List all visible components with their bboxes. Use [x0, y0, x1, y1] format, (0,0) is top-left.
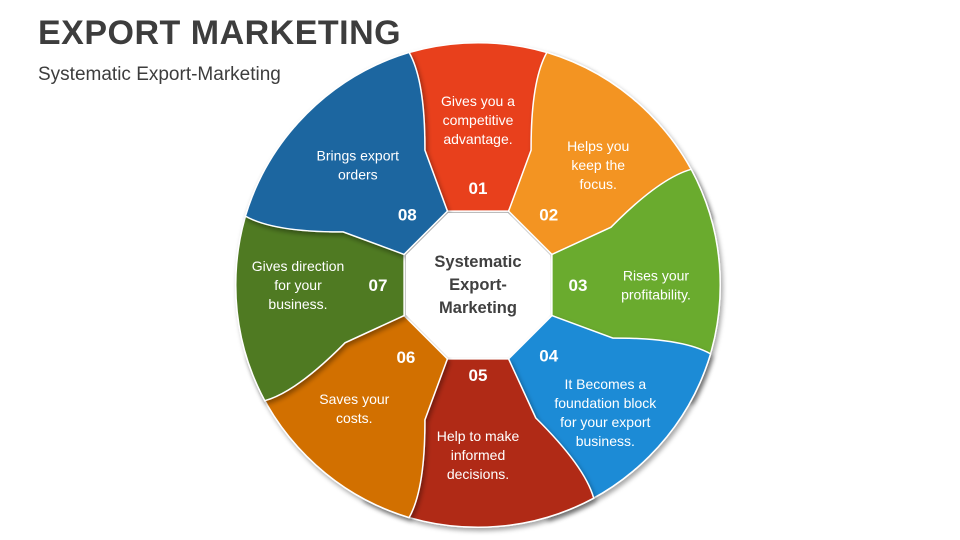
segment-text-line: Help to make: [437, 428, 520, 444]
segment-text-line: business.: [268, 296, 327, 312]
segment-number-01: 01: [469, 179, 488, 198]
segment-text-line: business.: [576, 433, 635, 449]
segment-number-02: 02: [539, 205, 558, 224]
segment-number-05: 05: [469, 366, 488, 385]
segment-text-08: Brings export orders: [317, 147, 400, 182]
segment-number-04: 04: [539, 347, 558, 366]
segment-text-line: for your export: [560, 414, 650, 430]
center-label-line: Marketing: [439, 299, 517, 317]
segment-text-line: Brings export: [317, 147, 400, 163]
segment-text-line: for your: [274, 277, 322, 293]
segment-text-line: decisions.: [447, 466, 509, 482]
segment-text-line: costs.: [336, 410, 373, 426]
segment-text-02: Helps you keep the focus.: [567, 138, 629, 192]
center-label-line: Systematic: [434, 253, 521, 271]
segment-text-line: profitability.: [621, 287, 691, 303]
segment-text-line: Saves your: [319, 391, 389, 407]
center-octagon: [405, 212, 551, 358]
segment-text-line: competitive: [443, 112, 514, 128]
page-subtitle: Systematic Export-Marketing: [38, 64, 281, 85]
segment-text-line: foundation block: [554, 395, 657, 411]
segment-text-03: Rises your profitability.: [621, 268, 691, 303]
segment-08: Brings export orders 08: [244, 51, 449, 256]
segment-number-07: 07: [369, 276, 388, 295]
segment-text-line: advantage.: [443, 131, 512, 147]
segment-text-line: keep the: [571, 157, 625, 173]
segment-text-line: focus.: [580, 176, 617, 192]
segment-text-line: Helps you: [567, 138, 629, 154]
segment-text-04: It Becomes a foundation block for your exp…: [554, 376, 657, 449]
segment-shape-08: [244, 51, 449, 256]
segment-text-line: Gives direction: [252, 258, 345, 274]
segment-text-01: Gives you a competitive advantage.: [441, 93, 515, 147]
segment-text-06: Saves your costs.: [319, 391, 389, 426]
center-label-line: Export-: [449, 276, 507, 294]
segment-text-line: Gives you a: [441, 93, 515, 109]
segment-text-line: informed: [451, 447, 505, 463]
page-title: EXPORT MARKETING: [38, 14, 402, 52]
segment-text-line: orders: [338, 166, 378, 182]
segment-number-03: 03: [569, 276, 588, 295]
segment-text-05: Help to make informed decisions.: [437, 428, 520, 482]
segment-text-line: It Becomes a: [564, 376, 646, 392]
segment-text-line: Rises your: [623, 268, 689, 284]
segment-number-06: 06: [396, 348, 415, 367]
segment-number-08: 08: [398, 205, 417, 224]
segment-text-07: Gives direction for your business.: [252, 258, 345, 312]
